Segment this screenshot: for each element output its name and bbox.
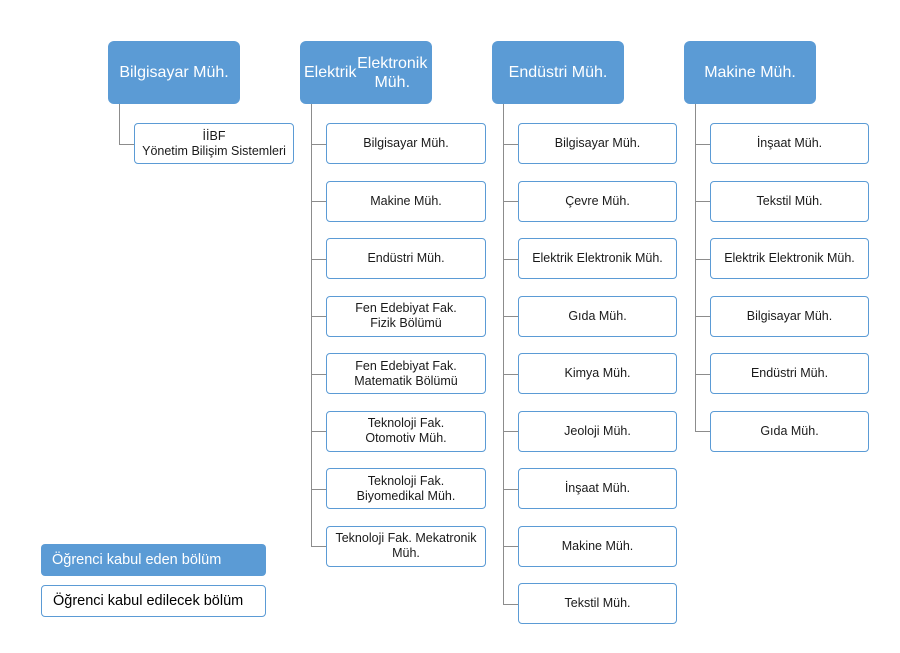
- department-node: Elektrik Elektronik Müh.: [710, 238, 869, 279]
- legend-accepted-department: Öğrenci kabul edilecek bölüm: [41, 585, 266, 617]
- connector-branch: [311, 546, 326, 547]
- department-node-line: Elektrik Elektronik Müh.: [532, 251, 663, 265]
- connector-branch: [695, 373, 710, 375]
- department-node-line: Fen Edebiyat Fak.: [355, 358, 457, 373]
- department-node: Endüstri Müh.: [710, 353, 869, 394]
- connector-branch: [311, 488, 326, 490]
- connector-branch: [503, 316, 518, 317]
- department-node-line: Endüstri Müh.: [367, 251, 445, 265]
- department-node-line: Fen Edebiyat Fak.: [355, 301, 457, 315]
- department-node: İnşaat Müh.: [518, 468, 677, 509]
- department-node: Kimya Müh.: [518, 353, 677, 394]
- department-node-line: Tekstil Müh.: [756, 193, 823, 208]
- department-node: Jeoloji Müh.: [518, 410, 677, 452]
- connector-branch: [311, 201, 326, 202]
- column-header-line: Elektrik: [304, 64, 357, 81]
- department-node-line: Gıda Müh.: [760, 423, 819, 438]
- department-node-line: Bilgisayar Müh.: [554, 136, 641, 150]
- connector-branch: [119, 143, 134, 145]
- connector-branch: [311, 143, 326, 145]
- department-node-line: Çevre Müh.: [565, 193, 630, 208]
- department-node-line: Makine Müh.: [561, 538, 634, 553]
- department-node: Teknoloji Fak.Otomotiv Müh.: [326, 410, 486, 452]
- department-node: Tekstil Müh.: [518, 583, 677, 624]
- connector-branch: [311, 373, 326, 375]
- connector-branch: [695, 431, 710, 432]
- department-node-line: Bilgisayar Müh.: [363, 136, 449, 150]
- department-node-line: Matematik Bölümü: [354, 373, 458, 388]
- connector-branch: [695, 316, 710, 317]
- connector-branch: [503, 431, 518, 432]
- connector-branch: [503, 488, 518, 490]
- department-node: Gıda Müh.: [518, 295, 677, 337]
- department-node-line: İnşaat Müh.: [756, 136, 823, 150]
- department-node: Fen Edebiyat Fak.Fizik Bölümü: [326, 295, 486, 337]
- department-node-line: Kimya Müh.: [564, 366, 631, 380]
- department-node: Gıda Müh.: [710, 410, 869, 452]
- department-node-line: Fizik Bölümü: [370, 316, 442, 330]
- department-node: Bilgisayar Müh.: [518, 123, 677, 164]
- connector-trunk: [119, 104, 120, 144]
- connector-branch: [311, 316, 326, 317]
- legend-accepting-department: Öğrenci kabul eden bölüm: [41, 544, 266, 576]
- department-node-line: Tekstil Müh.: [564, 596, 631, 610]
- department-node: Fen Edebiyat Fak.Matematik Bölümü: [326, 353, 486, 394]
- department-node: Endüstri Müh.: [326, 238, 486, 279]
- connector-branch: [695, 258, 710, 260]
- department-node-line: Biyomedikal Müh.: [356, 488, 456, 503]
- department-node-line: Gıda Müh.: [568, 308, 627, 323]
- connector-branch: [503, 258, 518, 260]
- connector-trunk: [311, 104, 312, 546]
- department-node: Bilgisayar Müh.: [710, 295, 869, 337]
- connector-branch: [311, 258, 326, 260]
- connector-branch: [503, 546, 518, 547]
- legend-accepting-label: Öğrenci kabul eden bölüm: [52, 552, 222, 568]
- department-node-line: Teknoloji Fak. Mekatronik: [335, 531, 477, 545]
- department-node-line: Teknoloji Fak.: [367, 473, 445, 488]
- legend-accepted-label: Öğrenci kabul edilecek bölüm: [53, 593, 244, 609]
- column-header-line: Makine Müh.: [704, 64, 796, 81]
- department-node: Teknoloji Fak.Biyomedikal Müh.: [326, 468, 486, 509]
- department-node-line: İnşaat Müh.: [564, 481, 631, 495]
- department-node-line: İİBF: [202, 128, 226, 143]
- connector-trunk: [695, 104, 696, 431]
- column-header: Endüstri Müh.: [492, 41, 624, 104]
- column-header: Bilgisayar Müh.: [108, 41, 240, 104]
- department-node-line: Jeoloji Müh.: [564, 423, 631, 438]
- column-header: Makine Müh.: [684, 41, 816, 104]
- department-node: Makine Müh.: [518, 525, 677, 567]
- department-node: Tekstil Müh.: [710, 180, 869, 222]
- department-node: İnşaat Müh.: [710, 123, 869, 164]
- connector-trunk: [503, 104, 504, 604]
- department-node-line: Yönetim Bilişim Sistemleri: [142, 143, 286, 158]
- department-node: Elektrik Elektronik Müh.: [518, 238, 677, 279]
- department-node-line: Otomotiv Müh.: [365, 431, 447, 445]
- department-node-line: Makine Müh.: [370, 193, 442, 208]
- department-node: Makine Müh.: [326, 180, 486, 222]
- department-node: Çevre Müh.: [518, 180, 677, 222]
- connector-branch: [311, 431, 326, 432]
- connector-branch: [503, 373, 518, 375]
- column-header-line: Elektronik Müh.: [357, 54, 428, 91]
- connector-branch: [695, 143, 710, 145]
- department-node-line: Teknoloji Fak.: [367, 416, 445, 430]
- department-node-line: Müh.: [392, 546, 420, 560]
- department-node-line: Endüstri Müh.: [750, 366, 829, 380]
- connector-branch: [503, 603, 518, 605]
- connector-branch: [503, 201, 518, 202]
- column-header-line: Bilgisayar Müh.: [119, 64, 229, 81]
- department-node: Bilgisayar Müh.: [326, 123, 486, 164]
- connector-branch: [503, 143, 518, 145]
- column-header-line: Endüstri Müh.: [508, 64, 608, 81]
- department-node-line: Bilgisayar Müh.: [746, 308, 833, 323]
- connector-branch: [695, 201, 710, 202]
- department-node-line: Elektrik Elektronik Müh.: [724, 251, 855, 265]
